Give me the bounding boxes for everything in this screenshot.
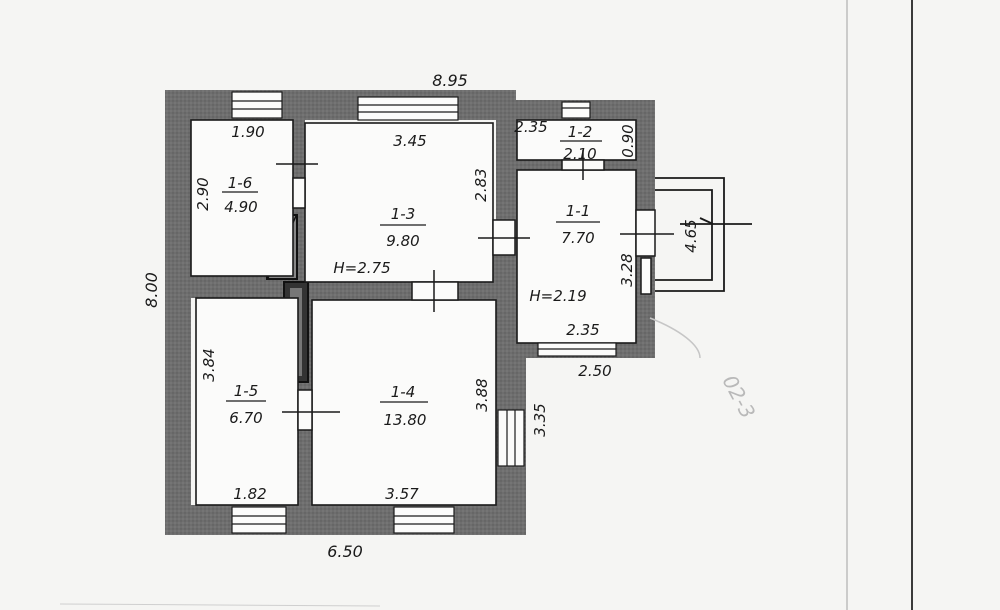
room-1-6-width: 1.90: [231, 123, 264, 141]
room-1-6-height: 2.90: [194, 177, 212, 210]
window-room-1-6: [231, 91, 283, 119]
room-1-1-height: 3.28: [618, 253, 636, 286]
room-1-6-area: 4.90: [224, 198, 257, 216]
room-1-4: 1-4 13.80 3.88 3.57: [380, 378, 491, 503]
window-room-1-1-bottom: [537, 342, 617, 357]
window-room-1-4-right: [497, 409, 525, 467]
room-1-5-width: 1.82: [233, 485, 266, 503]
room-1-6: 1.90 2.90 1-6 4.90: [194, 123, 265, 216]
room-1-2-id: 1-2: [568, 123, 593, 141]
room-floors: [190, 119, 637, 506]
dim-annex-bottom: 2.50: [578, 362, 611, 380]
window-room-1-4: [393, 506, 455, 534]
room-1-4-area: 13.80: [384, 411, 427, 429]
room-1-1-id: 1-1: [566, 202, 591, 220]
room-1-2: 2.35 0.90 1-2 2.10: [514, 118, 637, 163]
room-1-2-width: 2.35: [514, 118, 547, 136]
room-1-4-width: 3.57: [385, 485, 419, 503]
window-room-1-2: [561, 101, 591, 119]
dim-porch: 4.65: [682, 219, 700, 252]
annex-ceiling-height: H=2.19: [529, 287, 586, 305]
door-1-3-1-1: [478, 219, 530, 256]
dim-top-width: 8.95: [432, 71, 468, 90]
room-1-6-id: 1-6: [228, 174, 253, 192]
room-1-2-height: 0.90: [619, 124, 637, 157]
room-1-1: 1-1 7.70 3.28 H=2.19 2.35: [529, 202, 636, 339]
windows: [231, 91, 617, 534]
room-1-1-area: 7.70: [561, 229, 594, 247]
porch: [655, 177, 752, 292]
room-1-5-id: 1-5: [234, 382, 259, 400]
door-1-6-1-3: [276, 163, 318, 209]
door-1-5-1-4: [282, 389, 340, 431]
main-ceiling-height: H=2.75: [333, 259, 390, 277]
entry-door: [620, 209, 674, 295]
room-1-5: 3.84 1-5 6.70 1.82: [200, 348, 267, 503]
bottom-fold-line: [59, 603, 381, 607]
room-1-4-height: 3.88: [473, 378, 491, 411]
door-1-2-1-1: [561, 150, 605, 180]
dim-annex-right: 3.35: [531, 403, 549, 436]
doors: [276, 150, 674, 431]
room-1-1-width: 2.35: [566, 321, 599, 339]
room-1-5-area: 6.70: [229, 409, 262, 427]
window-room-1-3: [357, 96, 459, 121]
room-1-2-area: 2.10: [563, 145, 596, 163]
room-1-3-id: 1-3: [391, 205, 416, 223]
room-1-3-width: 3.45: [393, 132, 426, 150]
room-1-3-area: 9.80: [386, 232, 419, 250]
room-1-3: 3.45 2.83 1-3 9.80 H=2.75: [333, 132, 490, 277]
dim-bottom-width: 6.50: [327, 542, 363, 561]
room-1-5-height: 3.84: [200, 348, 218, 381]
dim-left-height: 8.00: [142, 272, 161, 308]
room-1-3-height: 2.83: [472, 168, 490, 201]
room-1-4-id: 1-4: [391, 383, 416, 401]
door-1-3-1-4: [411, 270, 459, 312]
window-room-1-5: [231, 506, 287, 534]
